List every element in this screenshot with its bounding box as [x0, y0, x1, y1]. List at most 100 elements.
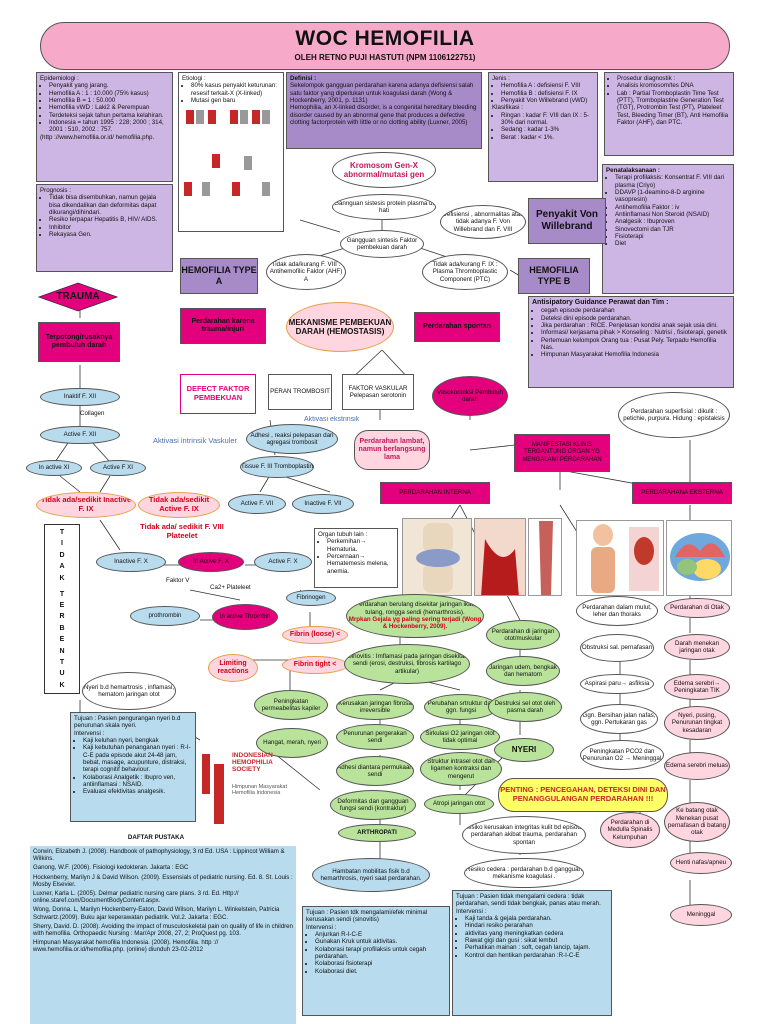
tissue-node: Tissue F. III Tromboplastin — [240, 456, 314, 478]
list-item: aktivitas yang meningkatkan cedera — [465, 930, 608, 937]
arthropati-node: ARTHROPATI — [338, 824, 416, 842]
vasokonstriksi-node: Vasokontriksi Pembuluh darah — [432, 376, 508, 416]
epidemiologi-title: Epidemiologi : — [40, 75, 79, 82]
letter: R — [59, 613, 65, 621]
tujuan-mobilitas-box: Tujuan : Pasien tdk mengalami/efek minim… — [302, 906, 450, 1016]
list-item: DDAVP (1-deamino-8-D arginine vasopresin… — [615, 189, 730, 204]
perdarahan-trauma-node: Perdarahan karena trauma/injuri — [180, 308, 266, 344]
active-f7-node: Active F. VII — [228, 494, 286, 514]
tidak-f8-plateelet-label: Tidak ada/ sedikit F. VIII Plateelet — [140, 522, 224, 540]
definisi-item: Hemophilia, an X-linked disorder, is a c… — [290, 104, 477, 126]
definisi-item: Sekelompok gangguan perdarahan karena ad… — [290, 82, 474, 104]
jenis-title: Jenis : — [492, 75, 510, 82]
list-item: Evaluasi efektivitas analgesik. — [83, 788, 192, 795]
struktur-intraseluler-node: Struktur intrasel otot dan ligamen kontr… — [420, 752, 502, 786]
list-item: Kolaborasi terapi profilaksis untuk cega… — [315, 946, 446, 961]
organ-title: Organ tubuh lain : — [318, 531, 368, 538]
letter: N — [59, 647, 65, 655]
list-item: Informasi/ kerjasama pihak > Konseling :… — [541, 329, 730, 336]
author-line: OLEH RETNO PUJI HASTUTI (NPM 1106122751) — [294, 53, 476, 62]
list-item: Fisioterapi — [615, 233, 730, 240]
list-item: Hemofilia vWD : Laki2 & Perempuan — [49, 104, 169, 111]
mekanisme-node: MEKANISME PEMBEKUAN DARAH (HEMOSTASIS) — [286, 302, 394, 352]
fibrinogen-node: Fibrinogen — [286, 590, 336, 606]
active-f12-node: Active F. XII — [40, 426, 120, 444]
inactive-thrombin-node: In active Thrombin — [212, 604, 278, 630]
hambatan-mobilitas-node: Hambatan mobilitas fisik b.d hemarthrosi… — [312, 858, 430, 892]
list-item: Hemofilia A : defisiensi F. VIII — [501, 82, 594, 89]
pedigree-chart-image — [184, 110, 270, 197]
list-item: Kaji kebutuhan penanganan nyeri : R-I-C-… — [83, 744, 192, 773]
jaringan-udem-node: Jaringan udem, bengkak dan hematom — [486, 656, 560, 686]
list-item: Diet — [615, 240, 730, 247]
letter: K — [59, 681, 65, 689]
pustaka-item: Hockenberry, Marilyn J & David Wilson. (… — [33, 873, 293, 888]
list-item: Penyakit yang jarang. — [49, 82, 169, 89]
pustaka-item: Luxner, Karla L. (2005). Delmar pediatri… — [33, 889, 239, 905]
intervensi-label: Intervensi : — [74, 729, 105, 737]
trauma-diamond — [38, 282, 118, 312]
logo-sub: Himpunan Masyarakat Hemofilia Indonesia — [232, 784, 288, 797]
organ-box: Organ tubuh lain : Perkemihan→ Hematuria… — [314, 528, 398, 588]
perdarahan-otak-node: Perdarahan di Otak — [664, 598, 730, 618]
list-item: Antiinflamasi Non Steroid (NSAID) — [615, 211, 730, 218]
fibrin-loose-node: Fibrin (loose) < — [282, 626, 348, 644]
intervensi-label: Intervensi : — [456, 907, 487, 915]
defect-faktor-node: DEFECT FAKTOR PEMBEKUAN — [180, 374, 256, 414]
adhesi-node: Adhesi , reaksi pelepasan dan agregasi t… — [246, 424, 338, 454]
perdarahan-lambat-node: Perdarahan lambat, namun berlangsung lam… — [354, 430, 430, 470]
etiologi-title: Etiologi : — [182, 75, 206, 82]
list-item: Penyakit Von Willebrand (vWD) — [501, 97, 594, 104]
list-item: Kolaborasi fisioterapi — [315, 960, 446, 967]
list-item: Kaji keluhan nyeri, bengkak — [83, 737, 192, 744]
pustaka-item: Wong, Donna. L, Marilyn Hockenberry-Eato… — [33, 906, 280, 921]
gangguan-plasma-node: Gannguan sistesis protein plasma di hati — [332, 194, 436, 220]
title-banner: WOC HEMOFILIA OLEH RETNO PUJI HASTUTI (N… — [40, 22, 730, 70]
faktor-v-label: Faktor V — [166, 577, 190, 584]
list-item: Berat : kadar < 1%. — [501, 134, 594, 141]
etiologi-box: Etiologi : 80% kasus penyakit keturunan:… — [178, 72, 284, 232]
peningkatan-pco2-node: Peningkatan PCO2 dan Penurunan O2 → Meni… — [580, 740, 664, 770]
pustaka-item: Sherry, David. D. (2008). Avoiding the i… — [33, 922, 293, 937]
list-item: Lab : Partial Tromboplastin Time Test (P… — [617, 90, 730, 127]
ke-batang-otak-node: Ke batang otak Menekan pusat pernafasan … — [664, 802, 730, 842]
inactive-f11-node: In active XI — [26, 460, 82, 476]
brain-image — [666, 520, 732, 596]
perdarahan-otot-node: Perdarahan di jaringan otot/muskular — [486, 620, 560, 650]
bleeding-knee-image — [474, 518, 526, 596]
kerusakan-jaringan-node: Kerusakan jaringan fibrosa irreversible — [336, 694, 414, 720]
jenis-box: Jenis : Hemofilia A : defisiensi F. VIII… — [488, 72, 598, 182]
sirkulasi-o2-node: Sirkulasi O2 jaringan otot tidak optimal — [420, 724, 500, 750]
definisi-box: Definisi : Sekelompok gangguan perdaraha… — [286, 72, 482, 149]
active-f11-node: Active F XI — [90, 460, 146, 476]
limiting-node: Limiting reactions — [208, 654, 258, 682]
list-item: Kontrol dan hentikan perdarahan :R-I-C-E — [465, 952, 608, 959]
peran-trombosit-node: PERAN TROMBOSIT — [268, 374, 332, 410]
sinovitis-node: Sinovitis : Imflamasi pada jaringan dise… — [344, 644, 470, 684]
list-item: Analisis kromosom/tes DNA — [617, 82, 730, 89]
letter: E — [59, 636, 65, 644]
pustaka-item: Himpunan Masyarakat hemofilia Indonesia.… — [33, 939, 219, 954]
letter: I — [61, 540, 63, 548]
letter: T — [59, 659, 65, 667]
edema-serebri-meluas-node: Edema serebri meluas — [664, 752, 730, 780]
list-item: Inhibitor — [49, 224, 169, 231]
letter: A — [59, 563, 65, 571]
faktor-vaskular-node: FAKTOR VASKULAR Pelepasan serotonin — [342, 374, 414, 410]
penatalaksanaan-box: Penatalaksanaan : Terapi profilaksis: Ko… — [602, 164, 734, 294]
prognosis-title: Prognosis : — [40, 187, 71, 194]
definisi-title: Definisi : — [290, 75, 317, 82]
epidemiologi-source: (http ://www.hemofilia.or.id/ hemofilia.… — [40, 133, 155, 141]
tidak-f9-node: Tidak ada/kurang F. IX : Plasma Thrombop… — [422, 254, 508, 290]
muscle-leg-image — [528, 518, 562, 596]
list-item: Jika perdarahan : RICE. Penjelasan kondi… — [541, 322, 730, 329]
list-item: cegah episode perdarahan — [541, 307, 730, 314]
atropi-node: Atropi jaringan otot — [424, 794, 494, 814]
list-item: Indonesia = tahun 1995 : 228; 2000 ; 314… — [49, 119, 169, 134]
nyeri-pusing-node: Nyeri, pusing, Penurunan tingkat kesadar… — [664, 706, 730, 740]
ggn-bersihan-node: Ggn. Bersihan jalan nafas, ggn. Pertukar… — [580, 704, 658, 734]
anatomy-diagram-image — [576, 520, 664, 596]
list-item: Rekayasa Gen. — [49, 231, 169, 238]
list-item: Hemofilia A : 1 : 10.000 (75% kasus) — [49, 90, 169, 97]
penting-banner: PENTING : PENCEGAHAN, DETEKSI DINI DAN P… — [498, 778, 668, 812]
